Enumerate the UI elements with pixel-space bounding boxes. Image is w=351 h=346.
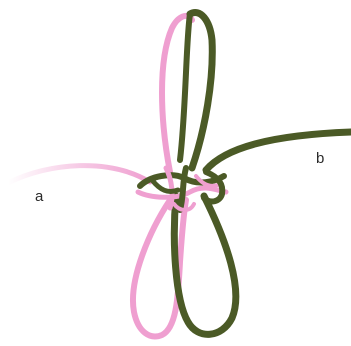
olive-cord-tail-b [206,132,351,170]
olive-cord [174,12,351,334]
label-cord-b: b [316,151,324,166]
olive-upper-inner [180,14,190,160]
knot-center [138,168,226,210]
pink-cord-tail-a [8,166,150,183]
label-cord-a: a [35,189,43,204]
olive-upper-loop [190,12,212,168]
